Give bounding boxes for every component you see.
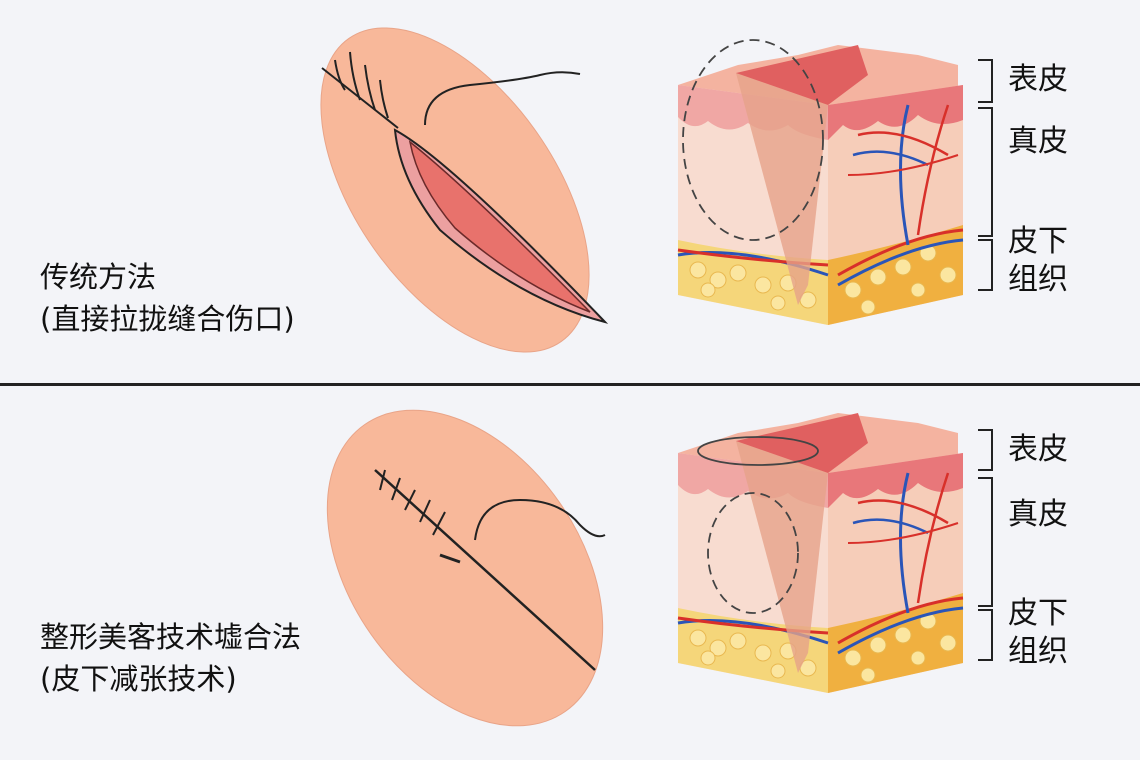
bottom-label-subcutaneous-1: 皮下 (1008, 596, 1068, 631)
cosmetic-skin-cross-section (676, 411, 965, 695)
traditional-skin-cross-section (676, 39, 965, 327)
bottom-subtitle: (皮下减张技术) (40, 662, 237, 696)
top-label-subcutaneous-1: 皮下 (1008, 224, 1068, 259)
panel-divider (0, 383, 1140, 386)
top-label-subcutaneous-2: 组织 (1008, 262, 1068, 297)
bottom-layer-brackets (978, 429, 993, 661)
top-label-epidermis: 表皮 (1008, 62, 1068, 97)
top-layer-brackets (978, 59, 993, 291)
top-title: 传统方法 (40, 260, 157, 294)
cosmetic-suture-illustration (326, 409, 606, 727)
top-label-dermis: 真皮 (1008, 124, 1068, 159)
traditional-wound-illustration (320, 27, 609, 353)
bottom-title: 整形美客技术墟合法 (40, 620, 302, 654)
bottom-label-subcutaneous-2: 组织 (1008, 634, 1068, 669)
top-caption: 传统方法 (直接拉拢缝合伤口) (40, 256, 295, 340)
top-subtitle: (直接拉拢缝合伤口) (40, 302, 295, 336)
bottom-caption: 整形美客技术墟合法 (皮下减张技术) (40, 616, 301, 700)
bottom-label-epidermis: 表皮 (1008, 432, 1068, 467)
bottom-label-dermis: 真皮 (1008, 497, 1068, 532)
